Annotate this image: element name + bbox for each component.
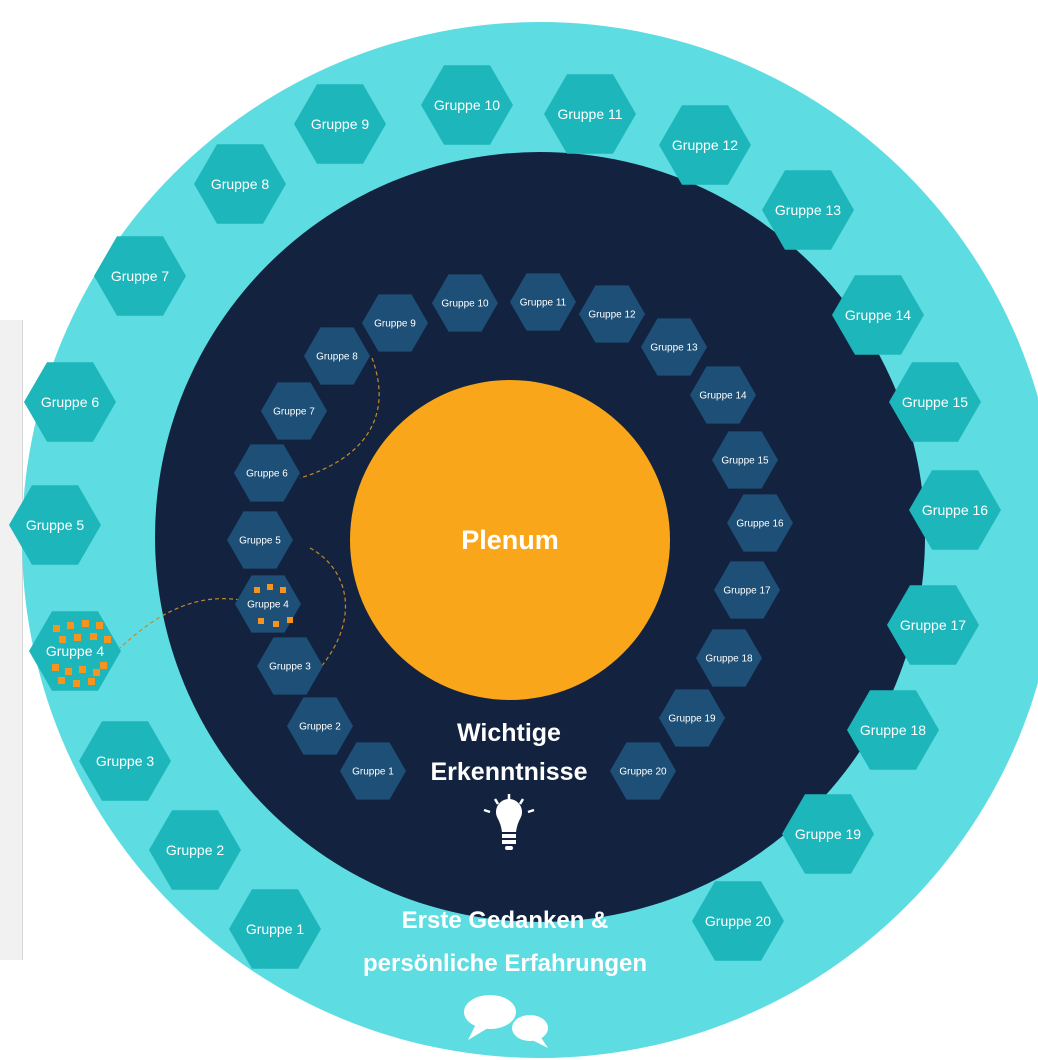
outer-ring-title-line1: Erste Gedanken & — [402, 907, 609, 934]
outer-group-9-hexagon-shape — [294, 84, 386, 164]
inner-sticky-note-1 — [254, 587, 260, 593]
plenum-circle[interactable] — [350, 380, 670, 700]
outer-sticky-note-3 — [82, 620, 89, 627]
outer-group-1-hexagon-shape — [229, 889, 321, 969]
outer-sticky-note-15 — [88, 678, 95, 685]
inner-group-5-hexagon-shape — [227, 511, 293, 569]
connector-line-2 — [309, 547, 346, 669]
lightbulb-icon — [483, 794, 535, 850]
outer-sticky-note-1 — [53, 625, 60, 632]
outer-group-3-hexagon-shape — [79, 721, 171, 801]
outer-group-5-hexagon-shape — [9, 485, 101, 565]
inner-group-6-hexagon-shape — [234, 444, 300, 502]
inner-sticky-note-3 — [280, 587, 286, 593]
outer-group-15-hexagon-shape — [889, 362, 981, 442]
outer-sticky-note-13 — [58, 677, 65, 684]
sticky-notes — [52, 584, 293, 687]
outer-group-12-hexagon-shape — [659, 105, 751, 185]
outer-ring-title-line2: persönliche Erfahrungen — [363, 950, 647, 977]
connectors — [119, 357, 380, 669]
inner-group-3-hexagon-shape — [257, 637, 323, 695]
inner-group-18-hexagon-shape — [696, 629, 762, 687]
inner-ring-title-line2: Erkenntnisse — [430, 758, 587, 786]
outer-sticky-note-4 — [96, 622, 103, 629]
side-panel — [0, 320, 23, 960]
outer-group-6-hexagon-shape — [24, 362, 116, 442]
outer-group-18-hexagon-shape — [847, 690, 939, 770]
inner-group-20-hexagon-shape — [610, 742, 676, 800]
outer-group-7-hexagon-shape — [94, 236, 186, 316]
inner-group-8-hexagon-shape — [304, 327, 370, 385]
inner-ring-title-line1: Wichtige — [457, 719, 561, 747]
outer-group-11-hexagon-shape — [544, 74, 636, 154]
outer-group-14-hexagon-shape — [832, 275, 924, 355]
inner-sticky-note-4 — [258, 618, 264, 624]
inner-sticky-note-6 — [287, 617, 293, 623]
outer-sticky-note-11 — [79, 666, 86, 673]
outer-sticky-note-7 — [90, 633, 97, 640]
outer-group-19-hexagon-shape — [782, 794, 874, 874]
outer-sticky-note-8 — [104, 636, 111, 643]
inner-group-12-hexagon-shape — [579, 285, 645, 343]
outer-group-10-hexagon-shape — [421, 65, 513, 145]
inner-group-11-hexagon-shape — [510, 273, 576, 331]
inner-group-15-hexagon-shape — [712, 431, 778, 489]
outer-group-17-hexagon-shape — [887, 585, 979, 665]
inner-group-17-hexagon-shape — [714, 561, 780, 619]
inner-group-1-hexagon-shape — [340, 742, 406, 800]
outer-group-20-hexagon-shape — [692, 881, 784, 961]
connector-line-1 — [299, 357, 380, 479]
inner-group-9-hexagon-shape — [362, 294, 428, 352]
outer-sticky-note-6 — [74, 634, 81, 641]
speech-bubbles-icon — [464, 995, 548, 1048]
plenum-label: Plenum — [461, 525, 559, 555]
inner-group-14-hexagon-shape — [690, 366, 756, 424]
connector-line-3 — [119, 598, 241, 649]
inner-group-10-hexagon-shape — [432, 274, 498, 332]
outer-sticky-note-2 — [67, 622, 74, 629]
outer-group-13-hexagon-shape — [762, 170, 854, 250]
inner-group-13-hexagon-shape — [641, 318, 707, 376]
outer-sticky-note-14 — [73, 680, 80, 687]
inner-group-2-hexagon-shape — [287, 697, 353, 755]
inner-sticky-note-5 — [273, 621, 279, 627]
inner-sticky-note-2 — [267, 584, 273, 590]
outer-group-2-hexagon-shape — [149, 810, 241, 890]
outer-sticky-note-16 — [100, 662, 107, 669]
outer-group-8-hexagon-shape — [194, 144, 286, 224]
outer-group-16-hexagon-shape — [909, 470, 1001, 550]
outer-sticky-note-9 — [52, 664, 59, 671]
inner-group-7-hexagon-shape — [261, 382, 327, 440]
outer-sticky-note-5 — [59, 636, 66, 643]
outer-sticky-note-12 — [93, 669, 100, 676]
outer-sticky-note-10 — [65, 668, 72, 675]
inner-group-19-hexagon-shape — [659, 689, 725, 747]
inner-group-16-hexagon-shape — [727, 494, 793, 552]
